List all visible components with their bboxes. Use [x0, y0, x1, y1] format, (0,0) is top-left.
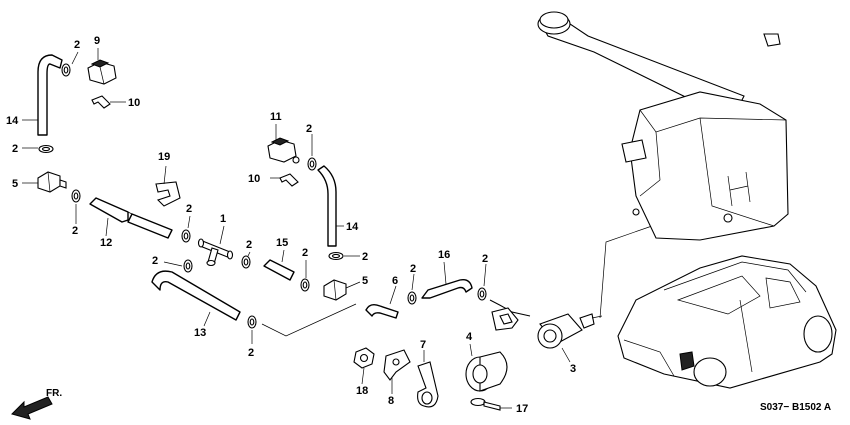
callout-5: 5	[12, 178, 18, 190]
bracket-8	[383, 349, 411, 381]
callout-13: 13	[194, 327, 206, 339]
callout-2: 2	[246, 239, 252, 251]
callout-16: 16	[438, 249, 450, 261]
callout-2: 2	[302, 247, 308, 259]
clamp-2-i	[307, 157, 317, 171]
callout-5: 5	[362, 275, 368, 287]
clamp-2-a	[61, 63, 71, 77]
washer-reservoir-tank	[537, 11, 789, 241]
callout-2: 2	[72, 225, 78, 237]
washer-motor-3	[537, 313, 603, 349]
callout-1: 1	[220, 213, 226, 225]
callout-2: 2	[410, 263, 416, 275]
callout-14: 14	[346, 221, 359, 233]
nut-18	[353, 347, 375, 369]
hose-15	[263, 259, 295, 281]
diagram-code: S037− B1502 A	[760, 402, 831, 413]
hose-13	[151, 270, 241, 321]
tank-routing-line	[599, 225, 653, 319]
callout-2: 2	[186, 203, 192, 215]
callout-6: 6	[392, 275, 398, 287]
callout-19: 19	[158, 151, 170, 163]
callout-2: 2	[248, 347, 254, 359]
callout-2: 2	[306, 123, 312, 135]
clamp-2-l	[477, 287, 487, 301]
check-valve-5-left	[37, 171, 67, 193]
washer-nozzle-11-right	[267, 137, 300, 164]
callout-3: 3	[570, 363, 576, 375]
callout-7: 7	[420, 339, 426, 351]
clamp-2-e	[241, 255, 251, 269]
clamp-2-b	[38, 144, 54, 154]
callout-11: 11	[270, 111, 282, 123]
callout-8: 8	[388, 395, 394, 407]
check-valve-5-right	[323, 279, 347, 301]
callout-15: 15	[276, 237, 288, 249]
hose-14-right	[317, 165, 337, 247]
washer-nozzle-9-left	[87, 59, 117, 85]
clamp-2-j	[328, 251, 344, 261]
callout-18: 18	[356, 385, 368, 397]
front-direction-label: FR.	[46, 388, 62, 399]
clamp-2-d	[181, 229, 191, 243]
clamp-2-g	[300, 278, 310, 292]
bolt-17	[470, 397, 501, 411]
callout-10: 10	[128, 97, 140, 109]
leader-lines	[22, 48, 571, 409]
hose-12	[89, 197, 173, 239]
callout-14: 14	[6, 115, 19, 127]
bracket-19	[155, 181, 181, 207]
clip-10-left	[91, 95, 111, 109]
motor-wiring	[489, 299, 531, 331]
callout-10: 10	[248, 173, 260, 185]
callout-9: 9	[94, 35, 100, 47]
callout-2: 2	[152, 255, 158, 267]
callout-2: 2	[482, 253, 488, 265]
hose-16	[421, 278, 473, 299]
callout-2: 2	[74, 39, 80, 51]
clamp-2-h	[247, 315, 257, 329]
callout-2: 2	[362, 251, 368, 263]
clamp-7	[417, 361, 439, 408]
clamp-2-k	[407, 291, 417, 305]
callout-4: 4	[466, 331, 473, 343]
clamp-2-f	[183, 259, 193, 273]
callout-17: 17	[516, 403, 528, 415]
clamp-2-c	[71, 189, 81, 203]
callout-2: 2	[12, 143, 18, 155]
front-direction-arrow: FR.	[11, 388, 62, 420]
hose-14-left	[37, 54, 63, 136]
vehicle-outline	[617, 255, 837, 389]
joint-1	[197, 238, 234, 267]
grommet-4	[465, 351, 508, 392]
hose-routing-line-left	[261, 303, 357, 337]
callout-12: 12	[100, 237, 112, 249]
clip-10-right	[279, 173, 299, 187]
hose-6	[365, 303, 399, 319]
